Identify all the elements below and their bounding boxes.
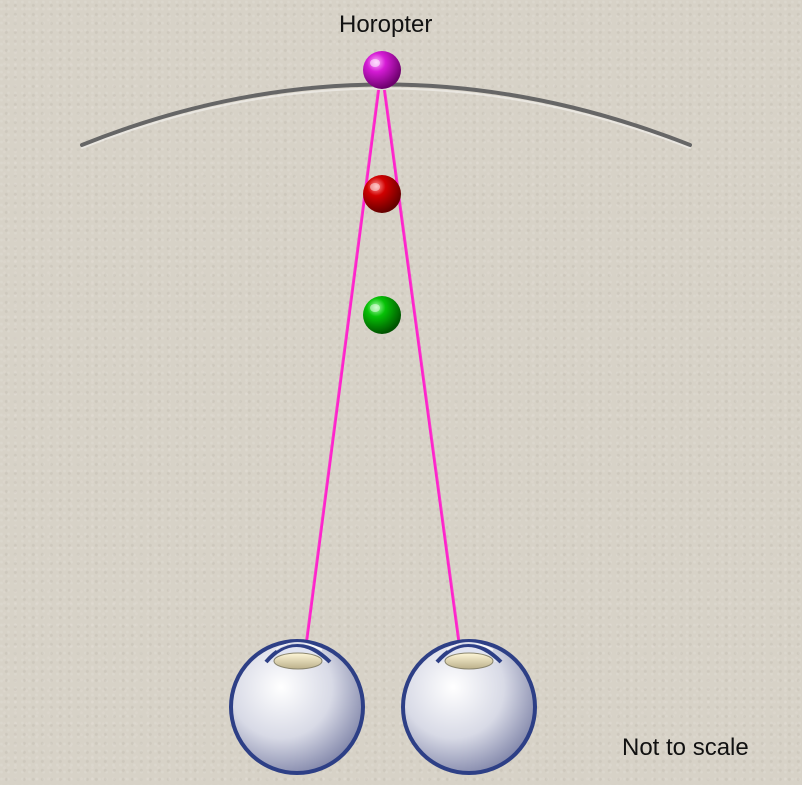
scale-note: Not to scale <box>622 734 749 761</box>
purple-sphere-icon <box>363 51 401 89</box>
red-sphere-icon <box>363 175 401 213</box>
left-eye-icon <box>229 639 365 775</box>
right-eye-icon <box>401 639 537 775</box>
green-sphere-icon <box>363 296 401 334</box>
horopter-label: Horopter <box>339 11 433 38</box>
